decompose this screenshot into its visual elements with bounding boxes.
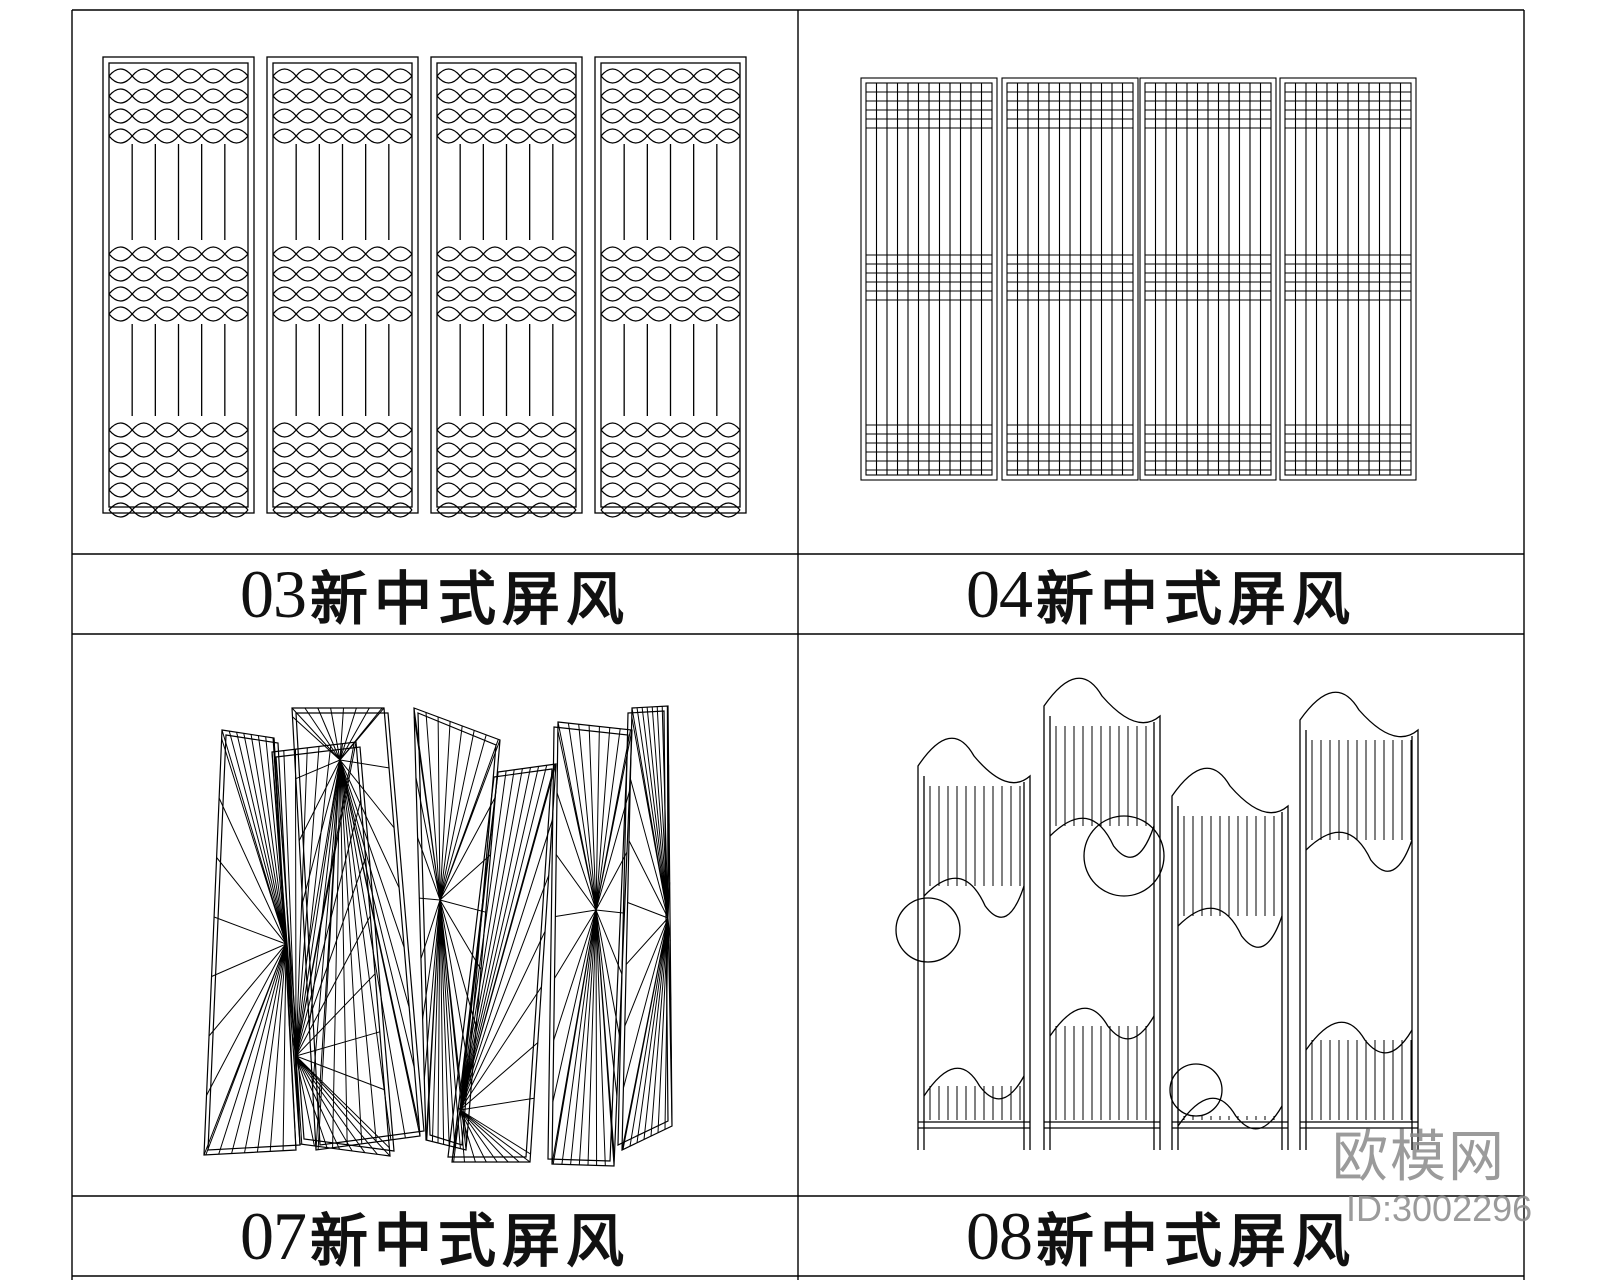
caption-number: 07 xyxy=(239,1197,307,1274)
screen-frame-inner xyxy=(108,62,249,508)
screen-frame xyxy=(1139,77,1277,481)
mountain-curve xyxy=(923,1067,1025,1100)
screen-outline xyxy=(1171,767,1289,1150)
screen-frame xyxy=(430,56,583,514)
vertical-slats xyxy=(1183,816,1275,1120)
fan-rays xyxy=(203,729,297,1156)
base-rail xyxy=(1044,1121,1160,1129)
screen-inner-edge xyxy=(1049,716,1155,1150)
screen-inner-edge xyxy=(923,776,1025,1150)
vertical-slats xyxy=(1055,726,1147,1120)
screen-inner-edge xyxy=(1177,806,1283,1150)
screen-frame xyxy=(102,56,255,514)
screen-outline xyxy=(1043,677,1161,1150)
base-rail xyxy=(918,1121,1030,1129)
screen-frame-inner xyxy=(272,62,413,508)
cloud-curve xyxy=(1049,817,1155,858)
fan-rays xyxy=(621,705,673,1151)
fan-rays xyxy=(413,707,501,1151)
fan-rays xyxy=(291,707,421,1151)
scallop-pattern xyxy=(436,68,577,518)
caption-title: 新中式屏风 xyxy=(1035,1207,1356,1275)
screen-outline xyxy=(917,737,1031,1150)
cloud-curve xyxy=(1177,907,1283,948)
fan-rays xyxy=(271,741,391,1157)
grid-lattice xyxy=(1285,82,1411,475)
screen-frame xyxy=(860,77,998,481)
screen-frame-inner xyxy=(436,62,577,508)
grid-lattice xyxy=(1007,82,1133,475)
moon-circle xyxy=(1169,1063,1223,1117)
screen-03-drawing xyxy=(102,56,747,518)
vertical-slats xyxy=(929,786,1021,1120)
fold-panel-inner xyxy=(617,710,669,1146)
scallop-pattern xyxy=(272,68,413,518)
screen-frame-inner xyxy=(600,62,741,508)
screen-07-drawing xyxy=(203,705,673,1167)
base-rail xyxy=(1300,1121,1418,1129)
moon-circle xyxy=(895,897,961,963)
screen-04-drawing xyxy=(860,77,1417,481)
moon-circle xyxy=(1083,815,1165,897)
vertical-bars xyxy=(131,144,226,416)
screen-inner-edge xyxy=(1305,730,1413,1150)
vertical-bars xyxy=(295,144,390,416)
screen-frame xyxy=(266,56,419,514)
caption-number: 08 xyxy=(965,1197,1033,1274)
scallop-pattern xyxy=(108,68,249,518)
vertical-bars xyxy=(623,144,718,416)
fan-rays xyxy=(451,763,557,1163)
screen-outline xyxy=(1299,691,1419,1150)
fan-rays xyxy=(551,721,633,1167)
mountain-curve xyxy=(1177,1097,1283,1130)
screen-08-drawing xyxy=(895,677,1419,1150)
screen-frame xyxy=(1001,77,1139,481)
caption-title: 新中式屏风 xyxy=(309,1207,630,1275)
cloud-curve xyxy=(1305,831,1413,872)
fold-panel-inner xyxy=(447,768,553,1158)
caption-title: 新中式屏风 xyxy=(309,565,630,633)
caption-number: 03 xyxy=(239,555,307,632)
mountain-curve xyxy=(1049,1007,1155,1040)
base-rail xyxy=(1172,1121,1288,1129)
grid-lattice xyxy=(866,82,992,475)
grid-lattice xyxy=(1145,82,1271,475)
vertical-bars xyxy=(459,144,554,416)
vertical-slats xyxy=(1311,740,1412,1120)
watermark-logo: 欧模网 xyxy=(1332,1125,1506,1190)
scallop-pattern xyxy=(600,68,741,518)
caption-title: 新中式屏风 xyxy=(1035,565,1356,633)
fold-panel-inner xyxy=(207,734,301,1151)
caption-number: 04 xyxy=(965,555,1033,632)
mountain-curve xyxy=(1305,1021,1413,1054)
screen-frame xyxy=(594,56,747,514)
cloud-curve xyxy=(923,877,1025,918)
watermark-id: ID:3002296 xyxy=(1346,1188,1533,1229)
screen-frame xyxy=(1279,77,1417,481)
fold-panel-inner xyxy=(547,726,629,1162)
